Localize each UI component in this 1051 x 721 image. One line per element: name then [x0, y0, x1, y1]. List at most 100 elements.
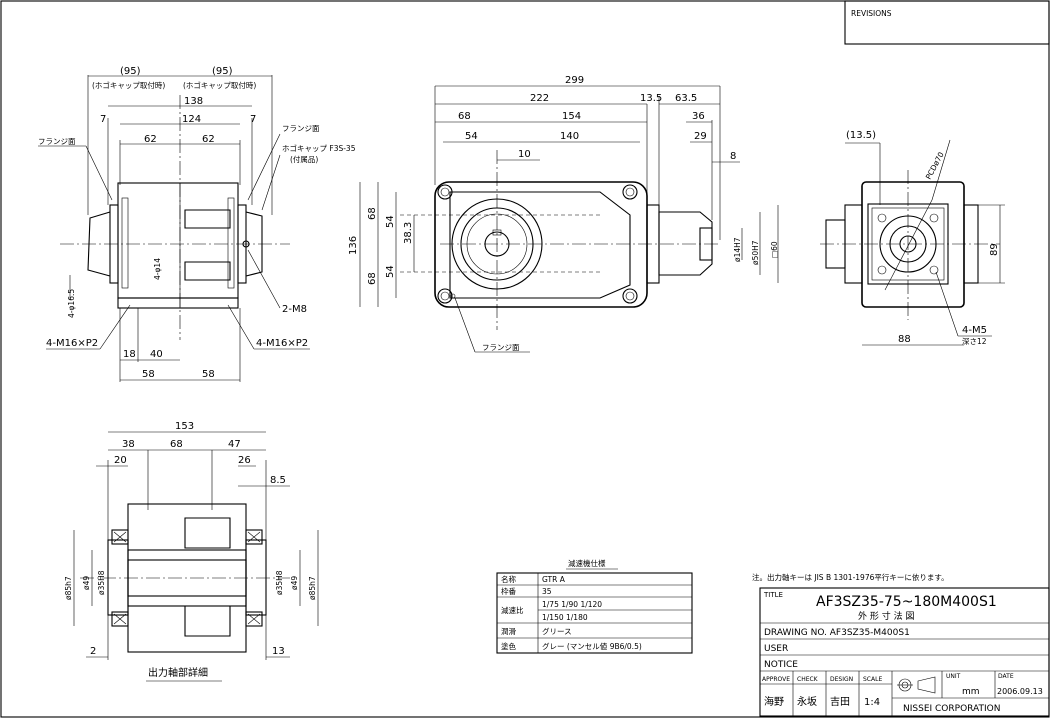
dim-89: 89	[989, 243, 1000, 256]
cap-note-right: (ホゴキャップ取付時)	[183, 80, 256, 90]
dim-18: 18	[123, 349, 136, 360]
dim-68-upper: 68	[367, 207, 378, 220]
dim-222: 222	[530, 93, 549, 104]
projection-symbol-icon	[897, 676, 936, 694]
spec-row-ratio-value: 1/75 1/90 1/120	[542, 600, 602, 609]
dim-47: 47	[228, 439, 241, 450]
dim-63-5: 63.5	[675, 93, 697, 104]
spec-row-name-value: GTR A	[542, 575, 566, 584]
right-view: (13.5) PCDø70 89 88 4-M5 深さ12	[820, 130, 1005, 346]
revisions-box: REVISIONS	[844, 0, 1050, 45]
spec-row-frame-value: 35	[542, 587, 552, 596]
dim-7-left: 7	[100, 114, 106, 125]
spec-row-frame-label: 枠番	[501, 586, 516, 596]
check-name: 永坂	[797, 695, 817, 708]
spec-row-name-label: 名称	[501, 574, 516, 584]
dim-phi16-5: 4-φ16.5	[67, 289, 76, 318]
dim-13-5-right: (13.5)	[846, 130, 876, 141]
drawing-number: DRAWING NO. AF3SZ35-M400S1	[764, 628, 910, 638]
spec-row-ratio-value-2: 1/150 1/180	[542, 613, 588, 622]
dim-299: 299	[565, 75, 584, 86]
dim-153: 153	[175, 421, 194, 432]
dim-54-upper: 54	[385, 215, 396, 228]
dim-7-right: 7	[250, 114, 256, 125]
drawing-title: AF3SZ35-75~180M400S1	[816, 594, 997, 610]
dim-154: 154	[562, 111, 581, 122]
dim-29: 29	[694, 131, 707, 142]
dim-40: 40	[150, 349, 163, 360]
dim-8-5: 8.5	[270, 475, 286, 486]
dim-phi49-right: ø49	[290, 576, 299, 590]
dim-phi35-left: ø35H8	[97, 570, 106, 595]
spec-row-color-value: グレー (マンセル値 9B6/0.5)	[542, 641, 642, 651]
spec-row-lube-label: 潤滑	[501, 626, 516, 636]
cap-note-left: (ホゴキャップ取付時)	[92, 80, 165, 90]
dim-13: 13	[272, 646, 285, 657]
dim-4-m5: 4-M5	[962, 325, 987, 336]
unit-value: mm	[962, 687, 980, 697]
dim-95-left: (95)	[120, 66, 141, 77]
company-name: NISSEI CORPORATION	[903, 704, 1000, 714]
spec-row-lube-value: グリース	[542, 626, 572, 636]
dim-54: 54	[465, 131, 478, 142]
scale-label: SCALE	[863, 676, 882, 683]
dim-26: 26	[238, 455, 251, 466]
dim-phi14: 4-φ14	[153, 258, 162, 280]
dim-sq60: □60	[770, 241, 779, 258]
drawing-subtitle: 外 形 寸 法 図	[858, 610, 914, 622]
dim-88: 88	[898, 334, 911, 345]
dim-depth-12: 深さ12	[962, 337, 987, 346]
dim-140: 140	[560, 131, 579, 142]
scale-value: 1:4	[864, 697, 880, 708]
notice-label: NOTICE	[764, 660, 798, 670]
dim-95-right: (95)	[212, 66, 233, 77]
spec-table: 減速機仕様 名称 GTR A 枠番 35 減速比 1/75 1/90 1/120…	[496, 558, 693, 654]
dim-10: 10	[518, 149, 531, 160]
unit-label: UNIT	[946, 673, 961, 680]
design-label: DESIGN	[830, 676, 853, 683]
dim-phi49-left: ø49	[82, 576, 91, 590]
dim-68-lower: 68	[367, 272, 378, 285]
dim-58-left: 58	[142, 369, 155, 380]
dim-124: 124	[182, 114, 201, 125]
date-label: DATE	[998, 673, 1014, 680]
dim-phi85-right: ø85h7	[308, 576, 317, 600]
approve-name: 海野	[764, 695, 784, 708]
flange-label-side: フランジ面	[482, 343, 520, 352]
spec-row-ratio-label: 減速比	[501, 605, 524, 615]
check-label: CHECK	[797, 676, 819, 683]
title-block: TITLE AF3SZ35-75~180M400S1 外 形 寸 法 図 DRA…	[759, 587, 1050, 717]
dim-phi35-right: ø35H8	[275, 570, 284, 595]
cap-part-note-2: (付属品)	[290, 154, 318, 164]
dim-phi50h7: ø50H7	[751, 240, 760, 265]
dim-58-right: 58	[202, 369, 215, 380]
spec-row-color-label: 塗色	[501, 641, 516, 651]
user-label: USER	[764, 644, 788, 654]
revisions-label: REVISIONS	[851, 9, 892, 18]
detail-view: 153 38 68 47 20 26 8.5 ø85h7 ø49 ø35H8 ø…	[64, 421, 319, 682]
flange-label-left: フランジ面	[38, 137, 76, 146]
side-view: 299 222 13.5 63.5 68 154 36 54 140 29 10…	[348, 75, 779, 353]
title-label: TITLE	[763, 591, 783, 599]
dim-8: 8	[730, 151, 736, 162]
design-name: 吉田	[830, 696, 850, 708]
dim-54-lower: 54	[385, 265, 396, 278]
dim-68-detail: 68	[170, 439, 183, 450]
dim-2: 2	[90, 646, 96, 657]
detail-caption: 出力軸部詳細	[148, 666, 208, 679]
approve-label: APPROVE	[762, 676, 790, 683]
dim-2-m8: 2-M8	[282, 304, 307, 315]
cap-part-note: ホゴキャップ F3S-35	[282, 143, 356, 153]
front-view: (95) (95) (ホゴキャップ取付時) (ホゴキャップ取付時) 138 12…	[38, 66, 356, 382]
dim-38-3: 38.3	[403, 222, 414, 244]
spec-title: 減速機仕様	[568, 558, 606, 568]
dim-m16-right: 4-M16×P2	[256, 338, 308, 349]
dim-136: 136	[348, 236, 359, 255]
dim-62-right: 62	[202, 134, 215, 145]
date-value: 2006.09.13	[997, 687, 1043, 696]
dim-68: 68	[458, 111, 471, 122]
output-shaft-note: 注。出力軸キーは JIS B 1301-1976平行キーに依ります。	[752, 572, 949, 582]
dim-phi14h7: ø14H7	[733, 237, 742, 262]
